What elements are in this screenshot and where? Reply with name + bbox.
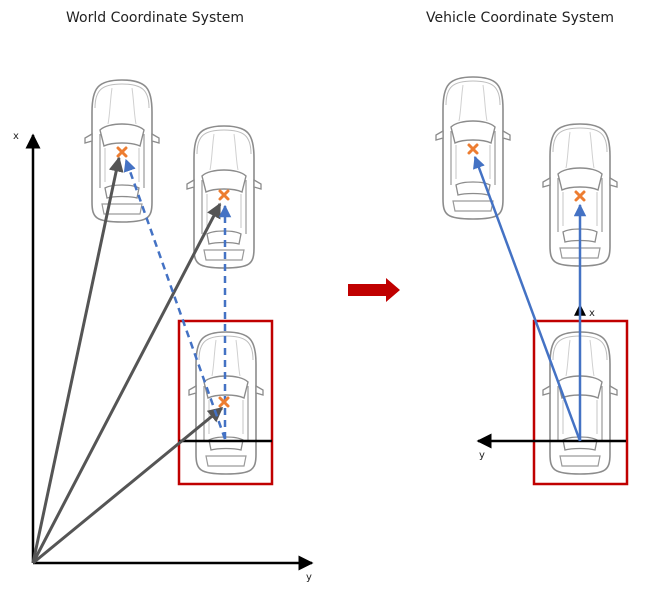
vehicle-panel-title: Vehicle Coordinate System xyxy=(426,10,614,26)
right-arrow-icon xyxy=(348,278,400,302)
vehicle-x-axis-label: x xyxy=(589,308,595,319)
world-panel: x y xyxy=(13,79,314,583)
vehicle-panel: x y xyxy=(435,76,629,486)
vehicle-y-axis-label: y xyxy=(479,450,485,461)
world-panel-title: World Coordinate System xyxy=(66,10,244,26)
world-y-axis-label: y xyxy=(306,572,312,583)
position-vector-target-1 xyxy=(31,156,124,564)
world-x-axis-label: x xyxy=(13,131,19,142)
relative-vector-target-1 xyxy=(473,155,582,442)
position-vector-ego xyxy=(32,406,224,565)
relative-vector-target-1 xyxy=(123,158,227,440)
position-vector-target-2 xyxy=(31,202,222,564)
ego-vehicle-box xyxy=(177,319,274,486)
